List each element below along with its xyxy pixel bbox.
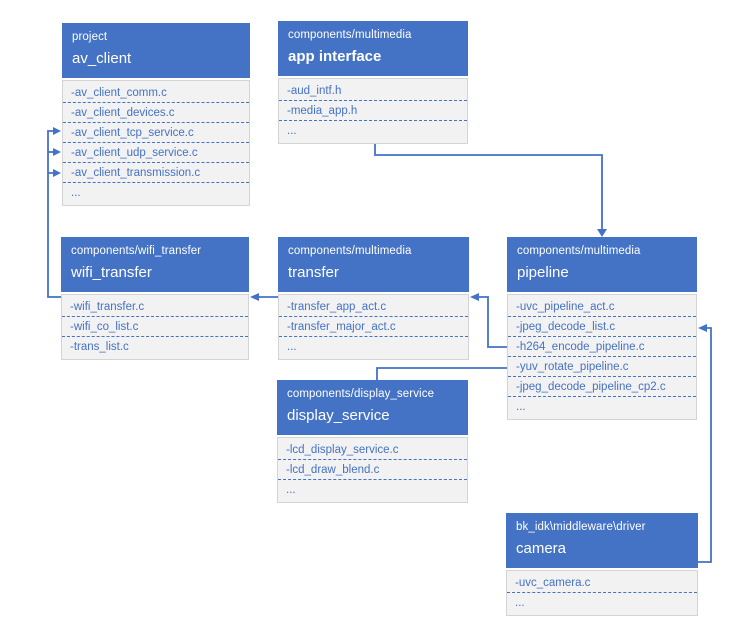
box-title: av_client bbox=[72, 50, 132, 67]
ellipsis-item: ... bbox=[63, 182, 249, 202]
box-path: project bbox=[72, 31, 108, 43]
box-path: bk_idk\middleware\driver bbox=[516, 521, 646, 533]
box-app-interface-body: -aud_intf.h -media_app.h ... bbox=[278, 78, 468, 144]
ellipsis-item: ... bbox=[279, 336, 468, 356]
box-title: transfer bbox=[288, 264, 339, 281]
box-camera-header: bk_idk\middleware\driver camera bbox=[506, 513, 698, 568]
file-item: -h264_encode_pipeline.c bbox=[508, 336, 696, 356]
file-item: -av_client_comm.c bbox=[71, 87, 167, 99]
box-path: components/multimedia bbox=[288, 29, 412, 41]
file-item: -uvc_camera.c bbox=[515, 577, 591, 589]
box-transfer: components/multimedia transfer -transfer… bbox=[278, 237, 469, 360]
box-app-interface: components/multimedia app interface -aud… bbox=[278, 21, 468, 144]
connector-app-interface-to-pipeline bbox=[374, 142, 603, 229]
file-item: -yuv_rotate_pipeline.c bbox=[508, 356, 696, 376]
arrowhead-wifi-transfer bbox=[250, 293, 259, 301]
file-item: -wifi_co_list.c bbox=[62, 316, 248, 336]
box-path: components/wifi_transfer bbox=[71, 245, 202, 257]
arrowhead-pipeline-right bbox=[698, 324, 707, 332]
box-title: pipeline bbox=[517, 264, 569, 281]
ellipsis-item: ... bbox=[279, 120, 467, 140]
box-wifi-transfer: components/wifi_transfer wifi_transfer -… bbox=[61, 237, 249, 360]
file-item: -aud_intf.h bbox=[287, 85, 342, 97]
box-wifi-transfer-body: -wifi_transfer.c -wifi_co_list.c -trans_… bbox=[61, 294, 249, 360]
file-item: -av_client_tcp_service.c bbox=[63, 122, 249, 142]
ellipsis-item: ... bbox=[278, 479, 467, 499]
box-pipeline-body: -uvc_pipeline_act.c -jpeg_decode_list.c … bbox=[507, 294, 697, 420]
box-av-client-body: -av_client_comm.c -av_client_devices.c -… bbox=[62, 80, 250, 206]
box-path: components/multimedia bbox=[288, 245, 412, 257]
file-item: -av_client_devices.c bbox=[63, 102, 249, 122]
box-path: components/multimedia bbox=[517, 245, 641, 257]
arrowhead-av-client-tcp bbox=[53, 127, 61, 135]
file-item: -av_client_udp_service.c bbox=[63, 142, 249, 162]
box-display-service-header: components/display_service display_servi… bbox=[277, 380, 468, 435]
file-item: -jpeg_decode_pipeline_cp2.c bbox=[508, 376, 696, 396]
arrowhead-pipeline-top bbox=[597, 229, 607, 237]
box-title: camera bbox=[516, 540, 567, 557]
file-item: -transfer_major_act.c bbox=[279, 316, 468, 336]
box-av-client: project av_client -av_client_comm.c -av_… bbox=[62, 23, 250, 206]
box-wifi-transfer-header: components/wifi_transfer wifi_transfer bbox=[61, 237, 249, 292]
file-item: -trans_list.c bbox=[62, 336, 248, 356]
arrowhead-transfer bbox=[470, 293, 479, 301]
file-item: -lcd_display_service.c bbox=[286, 444, 399, 456]
box-camera-body: -uvc_camera.c ... bbox=[506, 570, 698, 616]
connector-pipeline-to-transfer bbox=[478, 296, 508, 348]
arrowhead-av-client-transmission bbox=[53, 169, 61, 177]
box-title: app interface bbox=[288, 48, 382, 65]
box-display-service-body: -lcd_display_service.c -lcd_draw_blend.c… bbox=[277, 437, 468, 503]
file-item: -uvc_pipeline_act.c bbox=[516, 301, 615, 313]
box-title: wifi_transfer bbox=[71, 264, 152, 281]
box-camera: bk_idk\middleware\driver camera -uvc_cam… bbox=[506, 513, 698, 616]
ellipsis-item: ... bbox=[508, 396, 696, 416]
arrowhead-av-client-udp bbox=[53, 148, 61, 156]
box-pipeline-header: components/multimedia pipeline bbox=[507, 237, 697, 292]
box-pipeline: components/multimedia pipeline -uvc_pipe… bbox=[507, 237, 697, 420]
connector-camera-to-pipeline bbox=[698, 327, 712, 563]
box-app-interface-header: components/multimedia app interface bbox=[278, 21, 468, 76]
file-item: -media_app.h bbox=[279, 100, 467, 120]
file-item: -lcd_draw_blend.c bbox=[278, 459, 467, 479]
connector-wifi-transfer-to-av-client bbox=[47, 130, 61, 298]
file-item: -jpeg_decode_list.c bbox=[508, 316, 696, 336]
box-transfer-body: -transfer_app_act.c -transfer_major_act.… bbox=[278, 294, 469, 360]
box-display-service: components/display_service display_servi… bbox=[277, 380, 468, 503]
box-av-client-header: project av_client bbox=[62, 23, 250, 78]
ellipsis-item: ... bbox=[507, 592, 697, 612]
file-item: -av_client_transmission.c bbox=[63, 162, 249, 182]
box-path: components/display_service bbox=[287, 388, 435, 400]
box-title: display_service bbox=[287, 407, 390, 424]
file-item: -wifi_transfer.c bbox=[70, 301, 145, 313]
box-transfer-header: components/multimedia transfer bbox=[278, 237, 469, 292]
file-item: -transfer_app_act.c bbox=[287, 301, 387, 313]
